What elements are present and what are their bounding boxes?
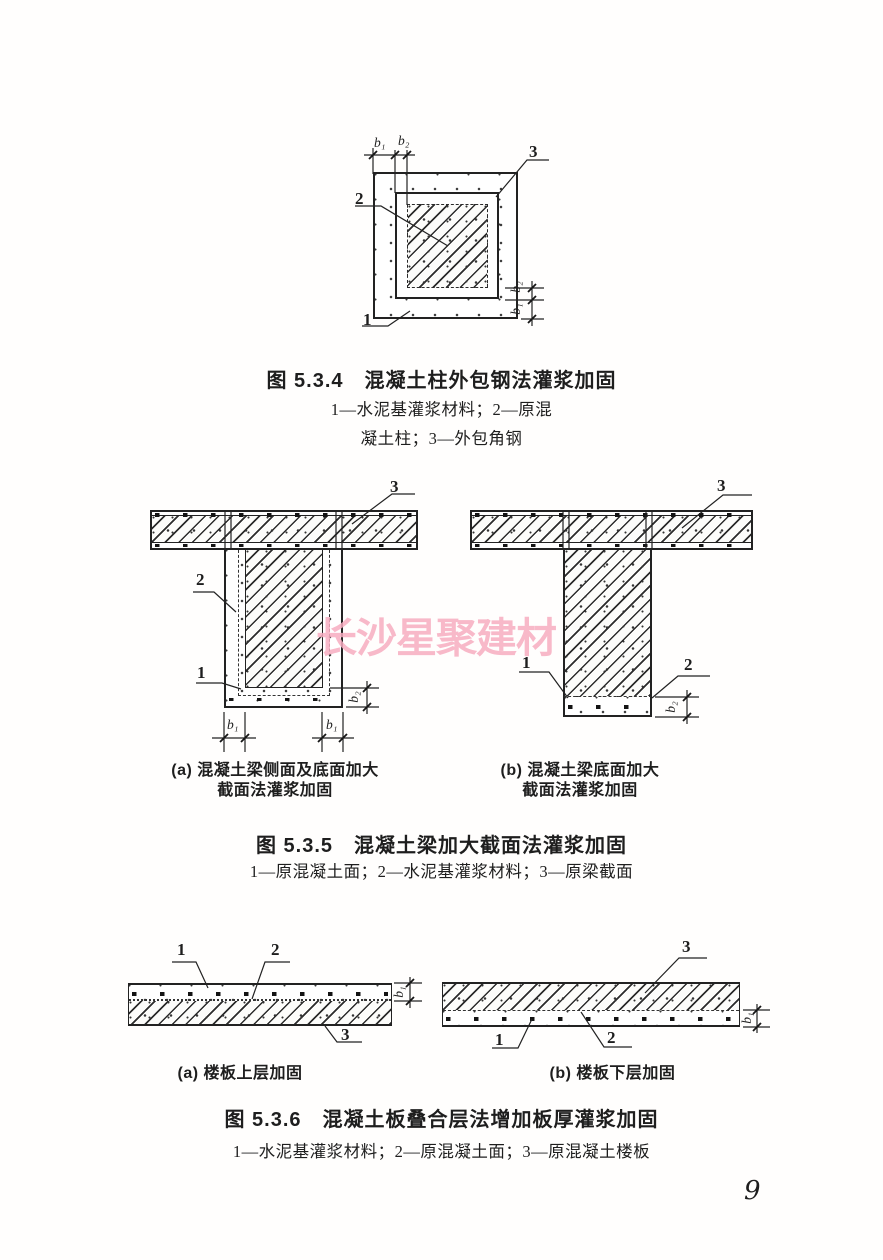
jacket-rebar-row	[229, 697, 338, 701]
figure-536b-caption: (b) 楼板下层加固	[549, 1065, 676, 1082]
slab-a-original-slab	[129, 1001, 391, 1026]
overlay-rebar-row	[132, 992, 388, 996]
layer-rebar-row	[568, 705, 647, 709]
beam-b-floor-slab	[470, 510, 753, 550]
page-number: 9	[744, 1176, 761, 1206]
callout-2: 2	[271, 940, 280, 959]
slab-b-grout-overlay	[443, 1010, 739, 1027]
callout-2: 2	[355, 189, 364, 208]
figure-534-legend-line1: 1—水泥基灌浆材料；2—原混	[330, 400, 553, 419]
callout-1: 1	[197, 663, 206, 682]
slab-b-assembly	[442, 982, 740, 1027]
slab-hatch	[472, 515, 751, 543]
beam-b-grout-layer	[563, 697, 652, 717]
dim-b2: b₂	[663, 701, 678, 713]
figure-536-legend: 1—水泥基灌浆材料；2—原混凝土面；3—原混凝土楼板	[232, 1142, 651, 1161]
dim-b1: b₁	[508, 303, 523, 315]
figure-535b-caption-line1: (b) 混凝土梁底面加大	[500, 762, 660, 779]
slab-rebar-row	[155, 513, 413, 517]
figure-534-legend-line2: 凝土柱；3—外包角钢	[360, 429, 523, 448]
slab-rebar-row	[475, 543, 748, 547]
callout-3: 3	[390, 477, 399, 496]
figure-535a-caption-line2: 截面法灌浆加固	[217, 782, 333, 799]
callout-2: 2	[196, 570, 205, 589]
beam-b-original-core	[563, 550, 652, 697]
callout-1: 1	[177, 940, 186, 959]
figure-536-title: 图 5.3.6 混凝土板叠合层法增加板厚灌浆加固	[224, 1109, 659, 1131]
callout-3: 3	[682, 937, 691, 956]
callout-1: 1	[363, 310, 372, 329]
slab-rebar-row	[155, 543, 413, 547]
callout-3: 3	[529, 142, 538, 161]
dim-b2: b₂	[398, 133, 410, 148]
beam-a-original-core	[245, 550, 323, 688]
figure-535-legend: 1—原混凝土面；2—水泥基灌浆材料；3—原梁截面	[249, 862, 634, 881]
callout-2: 2	[684, 655, 693, 674]
watermark: 长沙星聚建材	[316, 615, 557, 661]
callout-1: 1	[522, 653, 531, 672]
figure-534-title: 图 5.3.4 混凝土柱外包钢法灌浆加固	[266, 370, 617, 392]
column-original-core	[407, 204, 488, 288]
figure-535-title: 图 5.3.5 混凝土梁加大截面法灌浆加固	[255, 835, 628, 857]
figure-535b-caption-line2: 截面法灌浆加固	[522, 782, 638, 799]
overlay-rebar-row	[446, 1017, 736, 1021]
slab-rebar-row	[475, 513, 748, 517]
beam-a-floor-slab	[150, 510, 418, 550]
dim-b2: b₂	[508, 281, 523, 293]
callout-3: 3	[717, 476, 726, 495]
slab-a-assembly	[128, 983, 392, 1026]
slab-hatch	[152, 515, 416, 543]
dim-b1: b₁	[326, 717, 338, 732]
figure-536a-caption: (a) 楼板上层加固	[177, 1065, 303, 1082]
callout-3: 3	[341, 1025, 350, 1044]
slab-a-grout-overlay	[129, 983, 391, 1001]
callout-1: 1	[495, 1030, 504, 1049]
dim-b1: b₁	[374, 135, 386, 150]
slab-b-original-slab	[443, 982, 739, 1010]
dim-b1: b₁	[391, 986, 406, 998]
beam-a-original-surface	[238, 550, 330, 696]
callout-2: 2	[607, 1028, 616, 1047]
dim-b2: b₂	[346, 691, 361, 703]
figure-535a-caption-line1: (a) 混凝土梁侧面及底面加大	[171, 762, 379, 779]
dim-b1: b₁	[227, 717, 239, 732]
dim-b1: b₁	[739, 1012, 754, 1024]
